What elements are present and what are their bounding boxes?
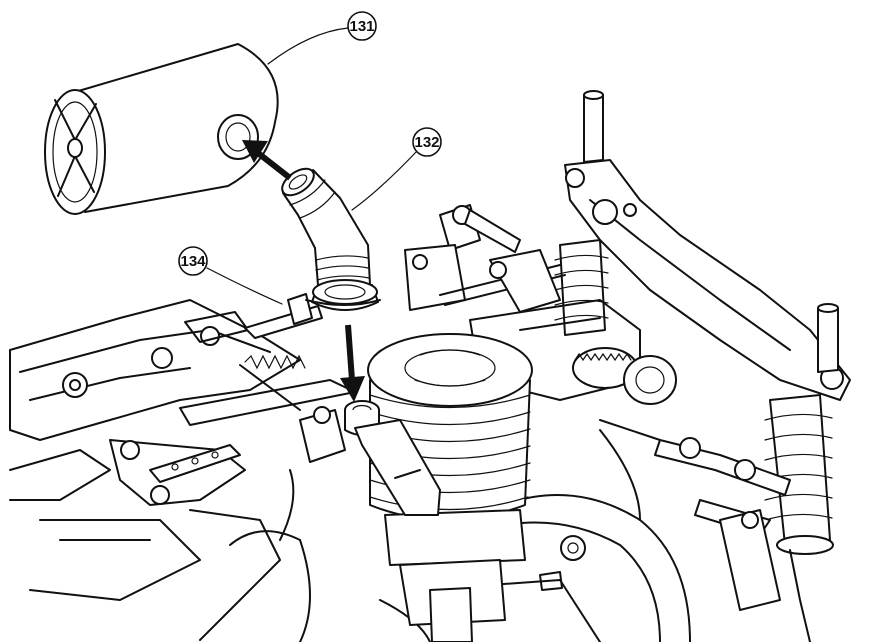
callout-134-label: 134 <box>180 253 206 270</box>
carburetor-intake <box>344 400 441 516</box>
air-cleaner <box>44 43 279 215</box>
chassis-assembly <box>9 90 851 642</box>
cable-tie <box>244 293 381 339</box>
callout-132-label: 132 <box>414 134 439 151</box>
callout-131-label: 131 <box>349 18 374 35</box>
intake-hose <box>281 167 379 311</box>
install-arrow-down <box>340 324 365 402</box>
callout-132: 132 <box>351 127 442 211</box>
install-arrow-up <box>242 140 292 181</box>
callout-131: 131 <box>267 11 377 65</box>
callout-134: 134 <box>178 246 283 305</box>
